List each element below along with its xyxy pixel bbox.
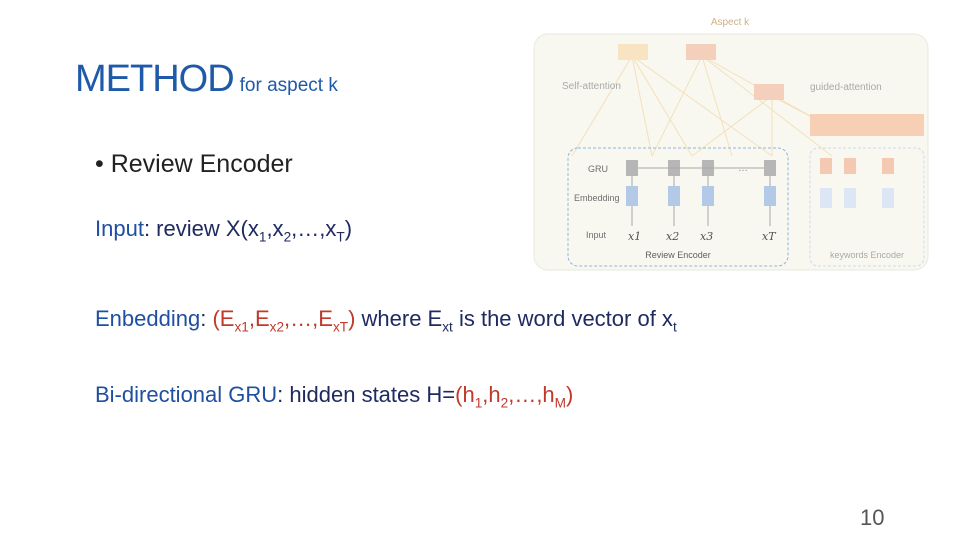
guided-node bbox=[754, 84, 784, 100]
emb-end: ) bbox=[348, 306, 356, 331]
input-comma-2: ,…,x bbox=[291, 216, 337, 241]
review-encoder-label: Review Encoder bbox=[645, 250, 711, 260]
diagram-aspect-label: Aspect k bbox=[711, 17, 750, 28]
embedding-colon: : bbox=[200, 306, 213, 331]
gru-c1: ,h bbox=[482, 382, 501, 407]
gru-text: : hidden states H= bbox=[277, 382, 456, 407]
input-row-label: Input bbox=[586, 230, 607, 240]
token-x2: x2 bbox=[666, 230, 679, 243]
attention-lines bbox=[571, 55, 833, 157]
gru-p1: (h bbox=[455, 382, 475, 407]
embedding-seq: (Ex1,Ex2,…,ExT) bbox=[212, 306, 356, 335]
token-x1: x1 bbox=[628, 230, 641, 243]
emb-rest: is the word vector of x bbox=[452, 306, 673, 331]
input-sub-3: T bbox=[336, 229, 345, 245]
input-line: Input: review X(x1,x2,…,xT) bbox=[95, 216, 352, 244]
self-attention-label: Self-attention bbox=[562, 81, 621, 92]
input-tokens: x1 x2 x3 xT bbox=[628, 230, 777, 243]
keyword-box bbox=[810, 114, 924, 136]
emb-sub-1: x1 bbox=[234, 319, 249, 335]
input-label: Input bbox=[95, 216, 144, 241]
gru-dots: … bbox=[738, 163, 748, 174]
embedding-row-label: Embedding bbox=[574, 193, 620, 203]
keywords-encoder-label: keywords Encoder bbox=[830, 250, 904, 260]
aspect-node-2 bbox=[686, 44, 716, 60]
gru-sub-2: 2 bbox=[500, 395, 509, 411]
architecture-diagram: Aspect k Self-attention guided-attention… bbox=[533, 17, 929, 271]
token-xT: xT bbox=[762, 230, 777, 243]
keyword-embed-cells bbox=[820, 188, 894, 208]
gru-sub-3: M bbox=[554, 395, 567, 411]
gru-seq: (h1,h2,…,hM) bbox=[455, 382, 574, 411]
emb-c1: ,E bbox=[248, 306, 270, 331]
gru-end: ) bbox=[566, 382, 574, 407]
emb-sub-5: t bbox=[672, 319, 677, 335]
aspect-node-1 bbox=[618, 44, 648, 60]
input-text: : review X(x bbox=[143, 216, 259, 241]
embedding-line: Enbedding: (Ex1,Ex2,…,ExT) where Ext is … bbox=[95, 306, 677, 334]
review-encoder-box bbox=[567, 147, 789, 267]
gru-c2: ,…,h bbox=[508, 382, 555, 407]
gru-label: Bi-directional GRU bbox=[95, 382, 278, 407]
embedding-label: Enbedding bbox=[95, 306, 201, 331]
emb-sub-3: xT bbox=[332, 319, 349, 335]
vertical-links bbox=[631, 176, 771, 226]
bullet-review-encoder: • Review Encoder bbox=[95, 150, 293, 179]
bullet-text: Review Encoder bbox=[110, 150, 293, 178]
emb-sub-2: x2 bbox=[269, 319, 285, 335]
input-sub-2: 2 bbox=[283, 229, 292, 245]
input-sub-1: 1 bbox=[258, 229, 267, 245]
emb-sub-4: xt bbox=[442, 319, 453, 335]
emb-c2: ,…,E bbox=[284, 306, 333, 331]
guided-attention-label: guided-attention bbox=[810, 82, 882, 93]
title-suffix: for aspect k bbox=[239, 75, 338, 96]
input-end: ) bbox=[344, 216, 353, 241]
token-x3: x3 bbox=[700, 230, 713, 243]
title-main: METHOD bbox=[75, 58, 235, 100]
gru-row-label: GRU bbox=[588, 164, 608, 174]
input-comma-1: ,x bbox=[266, 216, 284, 241]
bullet-dot: • bbox=[95, 150, 111, 178]
emb-mid: where E bbox=[355, 306, 443, 331]
page-number: 10 bbox=[860, 505, 885, 530]
gru-line: Bi-directional GRU: hidden states H=(h1,… bbox=[95, 382, 573, 410]
keywords-encoder-box bbox=[809, 147, 925, 267]
embedding-cells bbox=[626, 186, 776, 206]
keyword-cells bbox=[820, 158, 894, 174]
emb-p1: (E bbox=[212, 306, 235, 331]
gru-sub-1: 1 bbox=[474, 395, 483, 411]
